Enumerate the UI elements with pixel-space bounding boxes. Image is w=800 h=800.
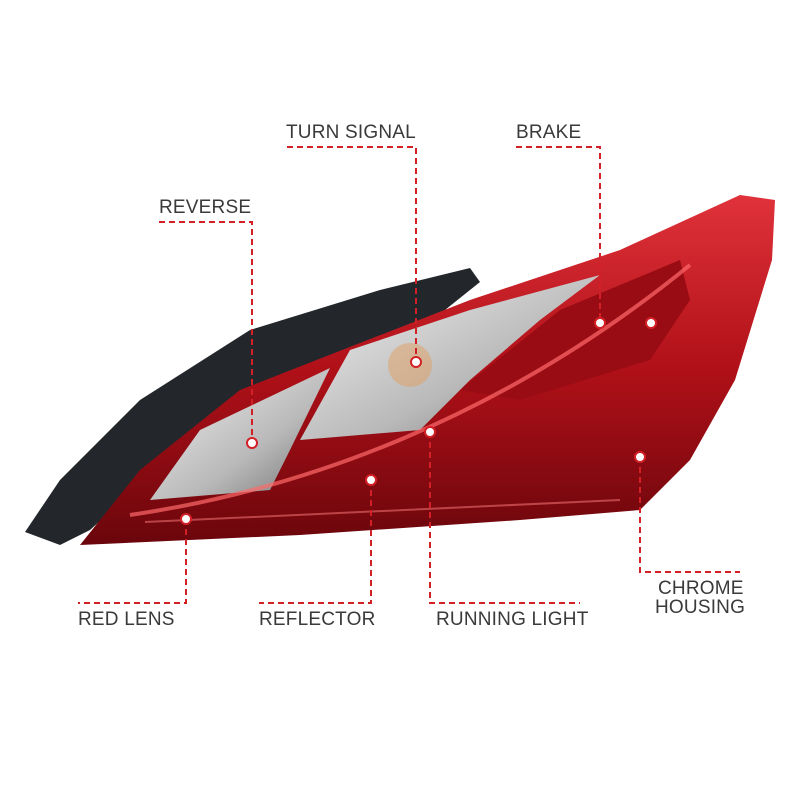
label-running-light: RUNNING LIGHT xyxy=(436,609,589,630)
reverse-leader xyxy=(159,221,253,443)
reflector-leader xyxy=(259,480,372,604)
leader-lines xyxy=(78,146,740,604)
callout-dots xyxy=(180,317,657,525)
red-lens-leader xyxy=(78,519,187,604)
label-brake: BRAKE xyxy=(516,122,582,143)
label-reflector: REFLECTOR xyxy=(259,609,376,630)
label-red-lens: RED LENS xyxy=(78,609,175,630)
running-light-leader xyxy=(429,432,580,604)
brake-leader xyxy=(516,146,601,323)
reflector-dot xyxy=(365,474,377,486)
brake-dot-2 xyxy=(645,317,657,329)
reverse-lens xyxy=(150,368,330,500)
reverse-dot xyxy=(246,437,258,449)
label-turn-signal: TURN SIGNAL xyxy=(286,122,416,143)
chrome-housing-dot xyxy=(634,451,646,463)
chrome-housing-leader xyxy=(639,457,740,573)
red-lens-dot xyxy=(180,513,192,525)
label-reverse: REVERSE xyxy=(159,197,252,218)
label-chrome-housing-line1: CHROME xyxy=(658,578,744,599)
brake-dot xyxy=(594,317,606,329)
label-chrome-housing-line2: HOUSING xyxy=(655,597,746,618)
turn-signal-dot xyxy=(410,356,422,368)
turn-signal-lens xyxy=(300,275,600,440)
brake-led-area xyxy=(460,260,690,400)
turn-signal-leader xyxy=(287,146,417,362)
running-light-dot xyxy=(424,426,436,438)
